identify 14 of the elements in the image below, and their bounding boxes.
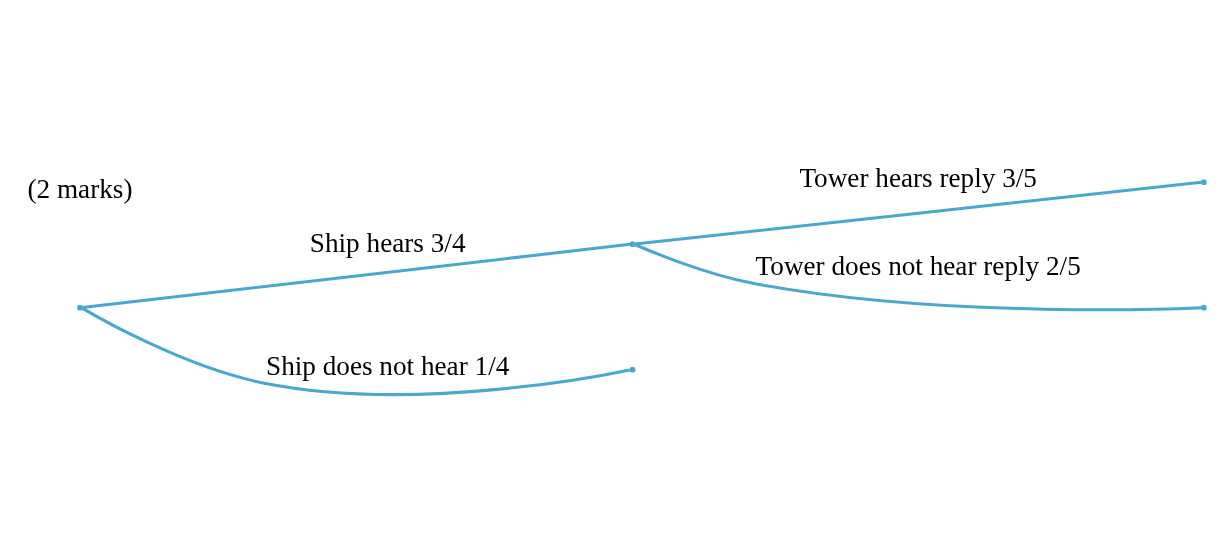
node-point [1200, 178, 1207, 185]
edge-label: Tower hears reply 3/5 [799, 162, 1037, 193]
edge-label: Tower does not hear reply 2/5 [755, 250, 1081, 281]
connector [82, 242, 631, 309]
node-point [629, 366, 636, 373]
connector [81, 306, 630, 396]
label: (2 marks) [27, 173, 133, 204]
edge-label: Ship hears 3/4 [309, 227, 466, 258]
node-point [1200, 304, 1207, 311]
node-point [629, 240, 636, 247]
node-point [77, 304, 83, 311]
connector [634, 180, 1202, 246]
edge-label: Ship does not hear 1/4 [266, 350, 510, 381]
connector [634, 242, 1202, 311]
